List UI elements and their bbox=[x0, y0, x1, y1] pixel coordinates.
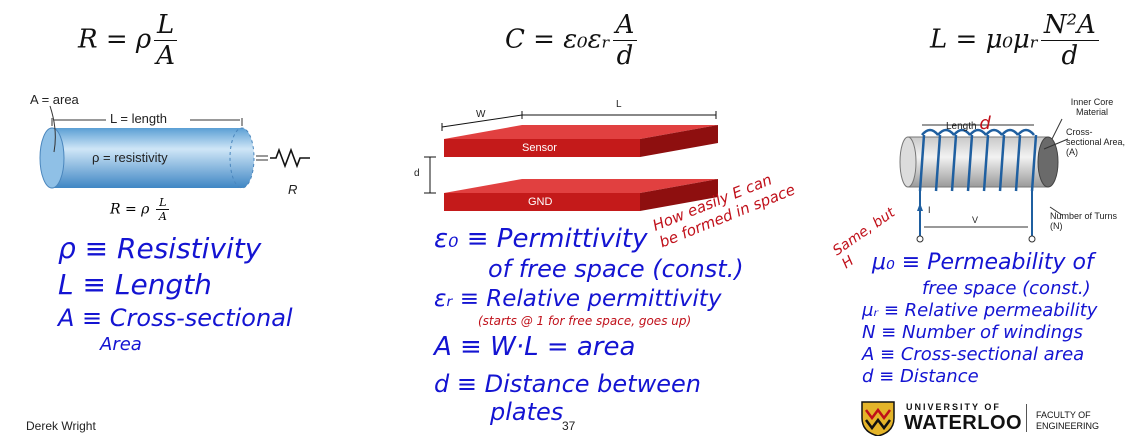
note-starts-at-one: (starts @ 1 for free space, goes up) bbox=[478, 314, 692, 328]
note-area-1: A ≡ Cross-sectional bbox=[58, 304, 293, 332]
note-permittivity: ε₀ ≡ Permittivity bbox=[434, 224, 648, 254]
area-label: A = area bbox=[30, 92, 79, 107]
turns-label: Number of Turns (N) bbox=[1050, 211, 1118, 231]
resistor-symbol-label: R bbox=[288, 182, 298, 197]
faculty-of-text: FACULTY OF bbox=[1036, 410, 1091, 420]
note-free-space: of free space (const.) bbox=[488, 255, 744, 283]
note-cross-section-area: A ≡ Cross-sectional area bbox=[862, 344, 1085, 365]
gnd-plate-label: GND bbox=[528, 196, 553, 208]
waterloo-shield-icon bbox=[861, 401, 895, 436]
plate-length-label: L bbox=[616, 99, 622, 110]
engineering-text: ENGINEERING bbox=[1036, 421, 1100, 431]
capacitor-diagram: W L d Sensor GND bbox=[410, 95, 730, 225]
note-permeability: μ₀ ≡ Permeability of bbox=[872, 250, 1094, 275]
note-relative-permittivity: εᵣ ≡ Relative permittivity bbox=[434, 286, 722, 312]
cross-section-label: Cross-sectional Area, (A) bbox=[1066, 127, 1126, 157]
note-area-2: Area bbox=[100, 334, 142, 355]
note-length: L ≡ Length bbox=[58, 268, 212, 301]
current-label: I bbox=[928, 205, 931, 215]
waterloo-wordmark: WATERLOO bbox=[904, 412, 1023, 434]
inner-core-label: Inner Core Material bbox=[1070, 97, 1114, 117]
resistor-cylinder-graphic bbox=[39, 105, 310, 189]
note-plates: plates bbox=[490, 398, 564, 426]
note-resistivity: ρ ≡ Resistivity bbox=[58, 232, 262, 265]
resistor-diagram: A = area L = length ρ = resistivity R R … bbox=[30, 90, 320, 230]
note-windings: N ≡ Number of windings bbox=[862, 322, 1083, 343]
university-of-text: UNIVERSITY OF bbox=[906, 402, 1001, 412]
university-logo: UNIVERSITY OF WATERLOO FACULTY OF ENGINE… bbox=[860, 398, 1130, 438]
resistivity-label: ρ = resistivity bbox=[92, 150, 168, 165]
logo-divider bbox=[1026, 404, 1027, 432]
note-inductor-distance: d ≡ Distance bbox=[862, 366, 979, 387]
note-distance: d ≡ Distance between bbox=[434, 370, 701, 398]
capacitor-plates-graphic bbox=[424, 111, 718, 211]
note-free-space-const: free space (const.) bbox=[922, 278, 1091, 299]
distance-label: d bbox=[414, 168, 420, 179]
inductor-diagram: Length d Inner Core Material Cross-secti… bbox=[890, 95, 1130, 245]
author-name: Derek Wright bbox=[26, 419, 96, 433]
note-relative-permeability: μᵣ ≡ Relative permeability bbox=[862, 300, 1098, 321]
sensor-plate-label: Sensor bbox=[522, 142, 557, 154]
note-area-wl: A ≡ W·L = area bbox=[434, 332, 636, 362]
length-label: L = length bbox=[110, 111, 167, 126]
width-label: W bbox=[476, 109, 486, 120]
page-number: 37 bbox=[562, 419, 576, 433]
inductor-length-label: Length d bbox=[946, 113, 991, 134]
inductor-coil-graphic bbox=[899, 118, 1069, 243]
voltage-label: V bbox=[972, 215, 979, 225]
